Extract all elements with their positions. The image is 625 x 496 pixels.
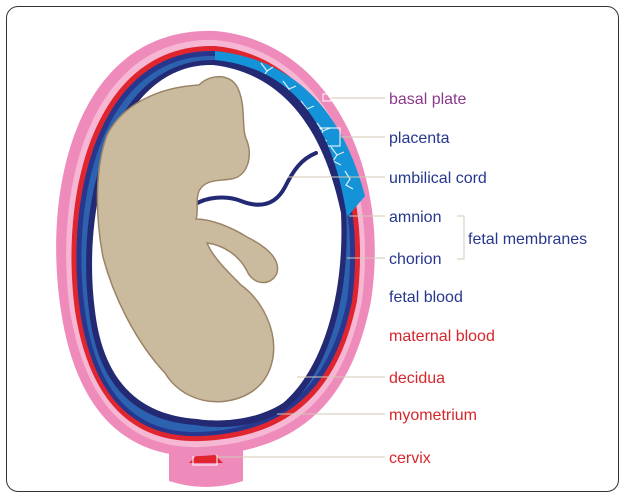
label-basal-plate: basal plate bbox=[389, 91, 466, 108]
label-fetal-membranes: fetal membranes bbox=[468, 231, 587, 248]
diagram-frame: basal plate placenta umbilical cord amni… bbox=[6, 6, 619, 492]
label-chorion: chorion bbox=[389, 251, 441, 268]
uterus-diagram: basal plate placenta umbilical cord amni… bbox=[7, 7, 618, 491]
label-fetal-blood: fetal blood bbox=[389, 289, 463, 306]
label-placenta: placenta bbox=[389, 130, 450, 147]
label-decidua: decidua bbox=[389, 370, 445, 387]
label-umbilical-cord: umbilical cord bbox=[389, 170, 487, 187]
label-myometrium: myometrium bbox=[389, 407, 477, 424]
label-amnion: amnion bbox=[389, 209, 441, 226]
label-maternal-blood: maternal blood bbox=[389, 328, 495, 345]
label-cervix: cervix bbox=[389, 450, 431, 467]
